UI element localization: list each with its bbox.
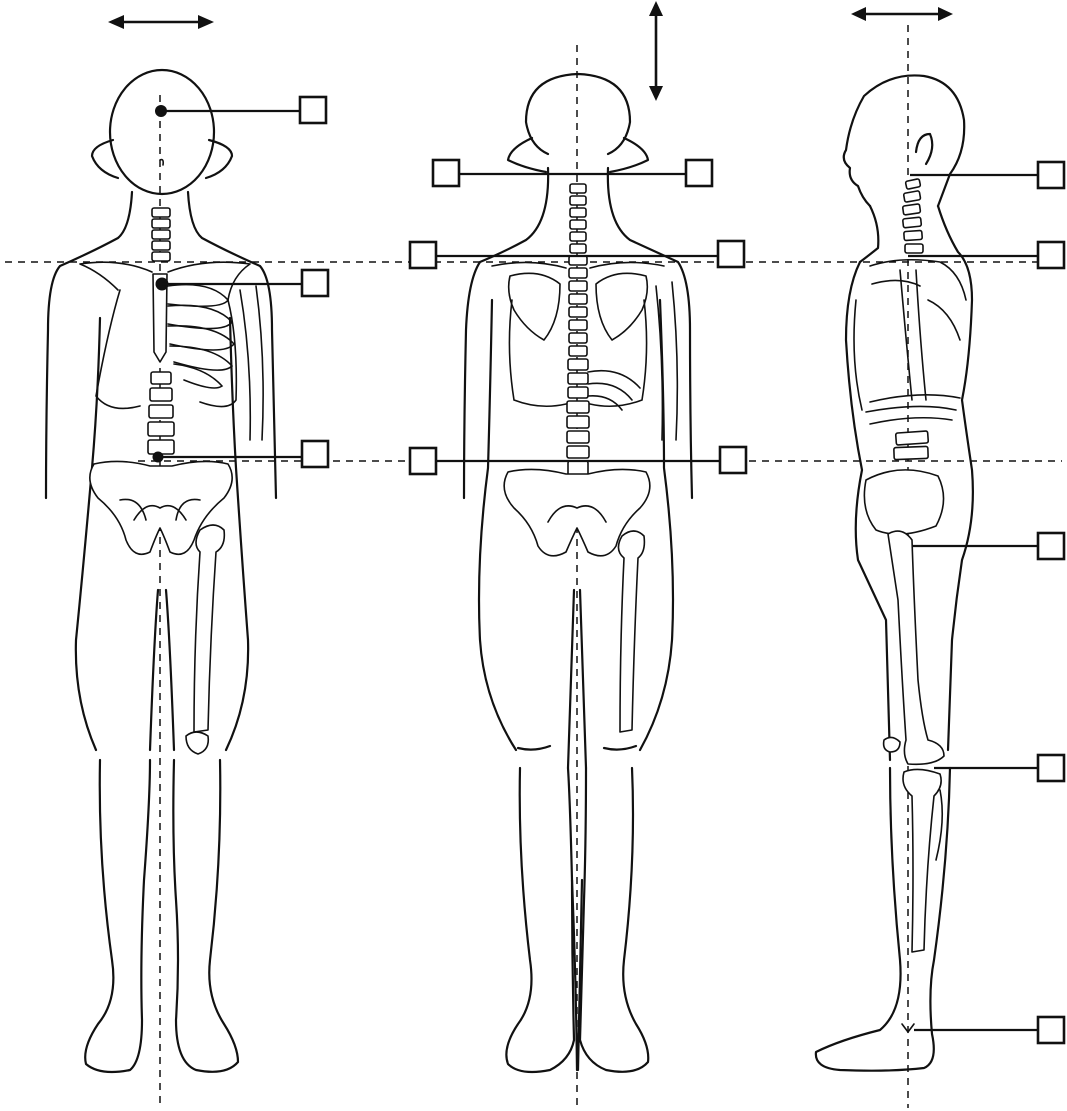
back-hair-bun — [508, 138, 648, 172]
back-spine — [567, 184, 589, 477]
side-shoulder-marker-box[interactable] — [1038, 242, 1064, 268]
back-view-figure — [464, 74, 692, 1072]
back-waist-right-marker-box[interactable] — [720, 447, 746, 473]
front-head — [110, 70, 214, 194]
back-shoulder-right-marker-box[interactable] — [718, 241, 744, 267]
front-sternum-marker-box[interactable] — [302, 270, 328, 296]
side-markers — [908, 162, 1064, 1043]
back-right-femur — [618, 531, 644, 732]
back-waist-left-marker-box[interactable] — [410, 448, 436, 474]
front-cervical-spine — [152, 208, 170, 261]
side-kneecap — [884, 737, 900, 752]
front-inner-legs — [150, 590, 174, 750]
back-neck-left-marker-box[interactable] — [433, 160, 459, 186]
back-vertical-arrow — [649, 1, 663, 101]
side-head-profile — [844, 75, 964, 206]
back-right-scapula — [596, 273, 647, 340]
back-left-scapula — [509, 273, 560, 340]
side-humerus — [900, 270, 926, 400]
side-pelvis — [864, 470, 943, 534]
front-right-humerus — [240, 286, 263, 440]
side-view-figure — [816, 75, 973, 1070]
side-neck-marker-box[interactable] — [1038, 162, 1064, 188]
front-lumbar-spine — [148, 372, 174, 454]
front-right-kneecap — [186, 732, 208, 754]
front-markers — [158, 97, 328, 467]
side-hip-marker-box[interactable] — [1038, 533, 1064, 559]
side-knee-marker-box[interactable] — [1038, 755, 1064, 781]
front-horizontal-arrow — [108, 15, 214, 29]
side-femur — [888, 531, 944, 764]
front-view-figure — [46, 70, 276, 1072]
side-neck-front — [860, 206, 878, 262]
front-head-marker-box[interactable] — [300, 97, 326, 123]
front-right-femur — [194, 525, 224, 732]
back-shoulder-left-marker-box[interactable] — [410, 242, 436, 268]
front-lumbar-marker-box[interactable] — [302, 441, 328, 467]
side-ear — [916, 134, 932, 164]
side-rib-cage — [854, 260, 966, 424]
side-fibula — [936, 790, 942, 860]
front-lower-legs — [85, 760, 238, 1072]
back-head — [526, 74, 630, 154]
side-horizontal-arrow — [851, 7, 953, 21]
back-neck-right-marker-box[interactable] — [686, 160, 712, 186]
side-ankle-marker-box[interactable] — [1038, 1017, 1064, 1043]
